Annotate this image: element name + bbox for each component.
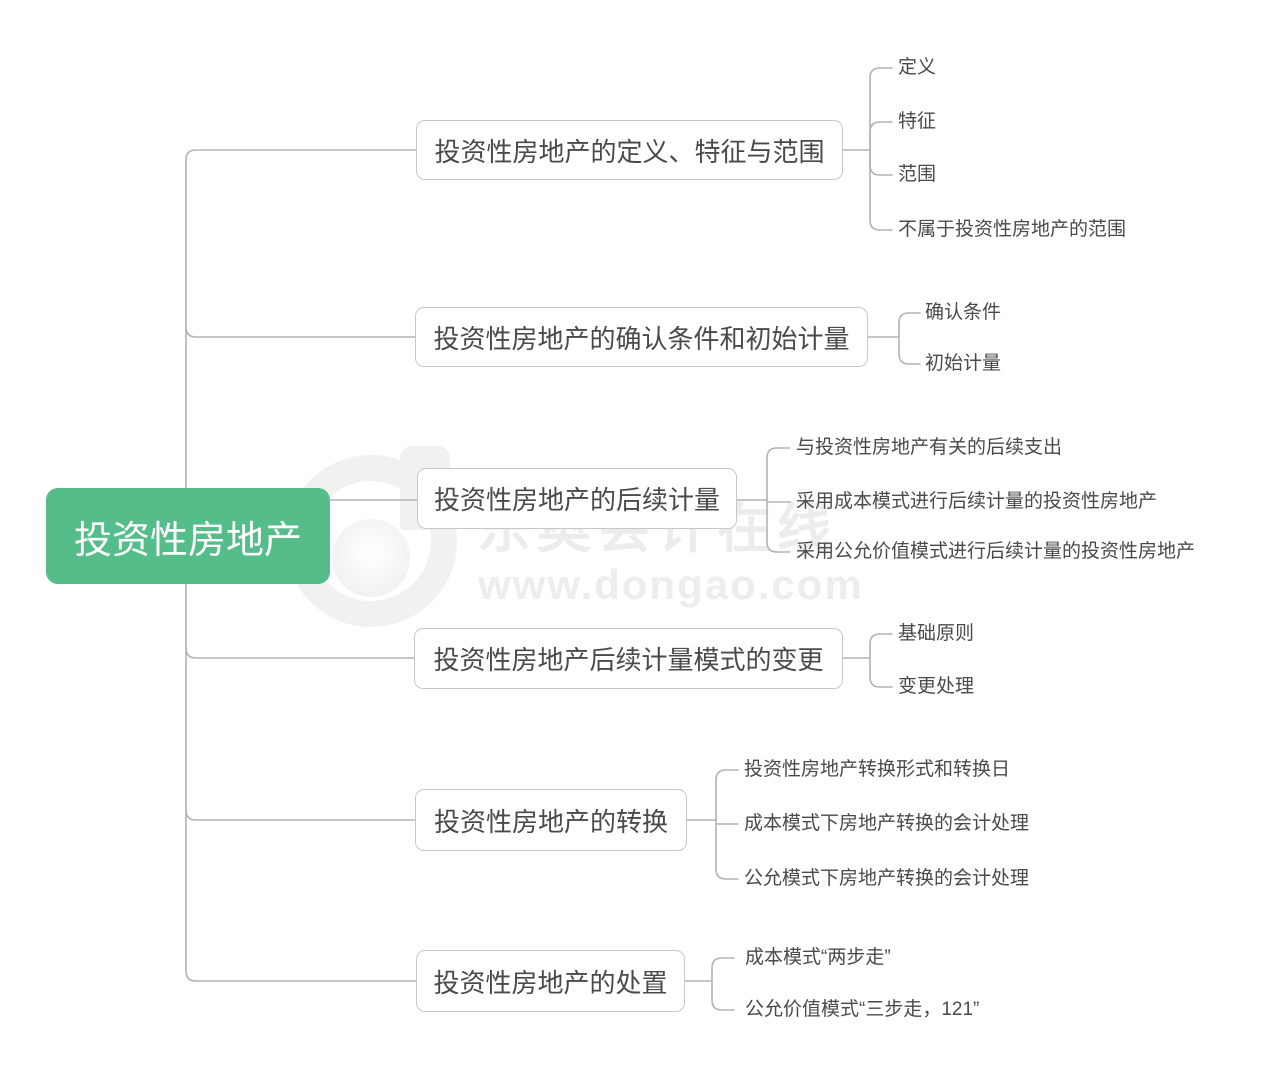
branch-6-child-2: 公允价值模式“三步走，121” — [745, 999, 980, 1020]
branch-1-child-2: 特征 — [898, 111, 937, 132]
branch-3-node: 投资性房地产的后续计量 — [417, 468, 737, 529]
branch-4-child-1: 基础原则 — [898, 623, 975, 644]
branch-3-child-2: 采用成本模式进行后续计量的投资性房地产 — [796, 491, 1158, 512]
branch-5-node: 投资性房地产的转换 — [415, 789, 687, 851]
branch-1-child-3: 范围 — [898, 164, 937, 185]
branch-5-child-3: 公允模式下房地产转换的会计处理 — [744, 868, 1030, 889]
watermark-url-text: www.dongao.com — [478, 561, 864, 608]
branch-5-child-1: 投资性房地产转换形式和转换日 — [744, 759, 1011, 780]
branch-2-child-1: 确认条件 — [925, 302, 1002, 323]
branch-5-child-2: 成本模式下房地产转换的会计处理 — [744, 813, 1030, 834]
branch-3-child-1: 与投资性房地产有关的后续支出 — [796, 437, 1063, 458]
branch-2-child-2: 初始计量 — [925, 353, 1002, 374]
branch-6-child-1: 成本模式“两步走” — [745, 947, 891, 968]
branch-6-node: 投资性房地产的处置 — [416, 950, 685, 1012]
branch-1-child-1: 定义 — [898, 57, 937, 78]
branch-1-child-4: 不属于投资性房地产的范围 — [898, 219, 1127, 240]
branch-3-child-3: 采用公允价值模式进行后续计量的投资性房地产 — [796, 541, 1196, 562]
dongao-logo-blob-icon — [332, 519, 410, 597]
root-node: 投资性房地产 — [46, 488, 330, 584]
branch-4-child-2: 变更处理 — [898, 676, 975, 697]
branch-4-node: 投资性房地产后续计量模式的变更 — [414, 628, 843, 689]
branch-2-node: 投资性房地产的确认条件和初始计量 — [415, 307, 868, 367]
branch-1-node: 投资性房地产的定义、特征与范围 — [416, 120, 843, 180]
